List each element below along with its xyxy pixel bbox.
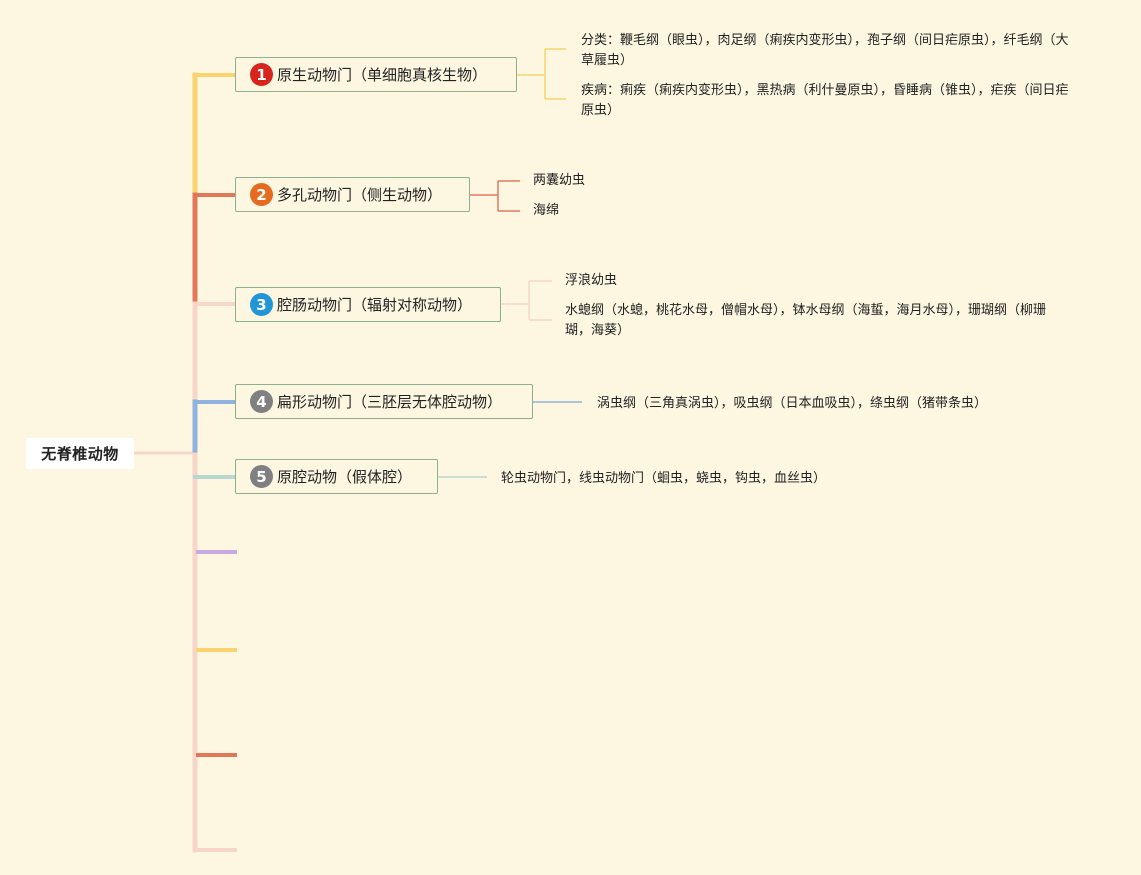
leaf-1-2[interactable]: 疾病：痢疾（痢疾内变形虫），黑热病（利什曼原虫），昏睡病（锥虫），疟疾（间日疟原…: [581, 83, 1069, 118]
trunk-lines: [132, 72, 198, 853]
leaf-connector-2: [470, 180, 520, 212]
root-node[interactable]: 无脊椎动物: [26, 438, 134, 469]
branch-node-4[interactable]: 4 扁形动物门（三胚层无体腔动物）: [235, 384, 533, 419]
leaf-connector-1: [517, 48, 566, 100]
empty-branch-stubs: [196, 550, 237, 852]
branch-node-2[interactable]: 2 多孔动物门（侧生动物）: [235, 177, 470, 212]
leaf-4-1[interactable]: 涡虫纲（三角真涡虫），吸虫纲（日本血吸虫），绦虫纲（猪带条虫）: [597, 396, 988, 411]
branch-2-label: 多孔动物门（侧生动物）: [277, 186, 443, 204]
leaf-3-2[interactable]: 水螅纲（水螅，桃花水母，僧帽水母），钵水母纲（海蜇，海月水母），珊瑚纲（柳珊瑚，…: [565, 303, 1047, 338]
leaf-1-1[interactable]: 分类：鞭毛纲（眼虫），肉足纲（痢疾内变形虫），孢子纲（间日疟原虫），纤毛纲（大草…: [581, 33, 1069, 68]
number-5-badge-icon: 5: [250, 465, 273, 488]
branch-1-label: 原生动物门（单细胞真核生物）: [277, 66, 488, 84]
leaf-5-1[interactable]: 轮虫动物门，线虫动物门（蛔虫，蛲虫，钩虫，血丝虫）: [501, 471, 827, 486]
branch-5-label: 原腔动物（假体腔）: [277, 468, 413, 486]
leaf-2-1[interactable]: 两囊幼虫: [533, 173, 586, 188]
leaf-connectors: [438, 48, 582, 478]
leaf-3-1[interactable]: 浮浪幼虫: [565, 273, 618, 288]
number-4-badge-icon: 4: [250, 390, 273, 413]
number-3-badge-icon: 3: [250, 293, 273, 316]
branch-3-label: 腔肠动物门（辐射对称动物）: [277, 296, 473, 314]
branch-4-label: 扁形动物门（三胚层无体腔动物）: [277, 393, 503, 411]
branch-node-5[interactable]: 5 原腔动物（假体腔）: [235, 459, 438, 494]
number-1-badge-icon: 1: [250, 63, 273, 86]
leaf-2-2[interactable]: 海绵: [533, 203, 560, 218]
root-label: 无脊椎动物: [41, 445, 119, 463]
leaf-connector-3: [501, 280, 552, 321]
branch-connectors: [193, 73, 237, 479]
number-2-badge-icon: 2: [250, 183, 273, 206]
branch-node-1[interactable]: 1 原生动物门（单细胞真核生物）: [235, 57, 517, 92]
branch-node-3[interactable]: 3 腔肠动物门（辐射对称动物）: [235, 287, 501, 322]
